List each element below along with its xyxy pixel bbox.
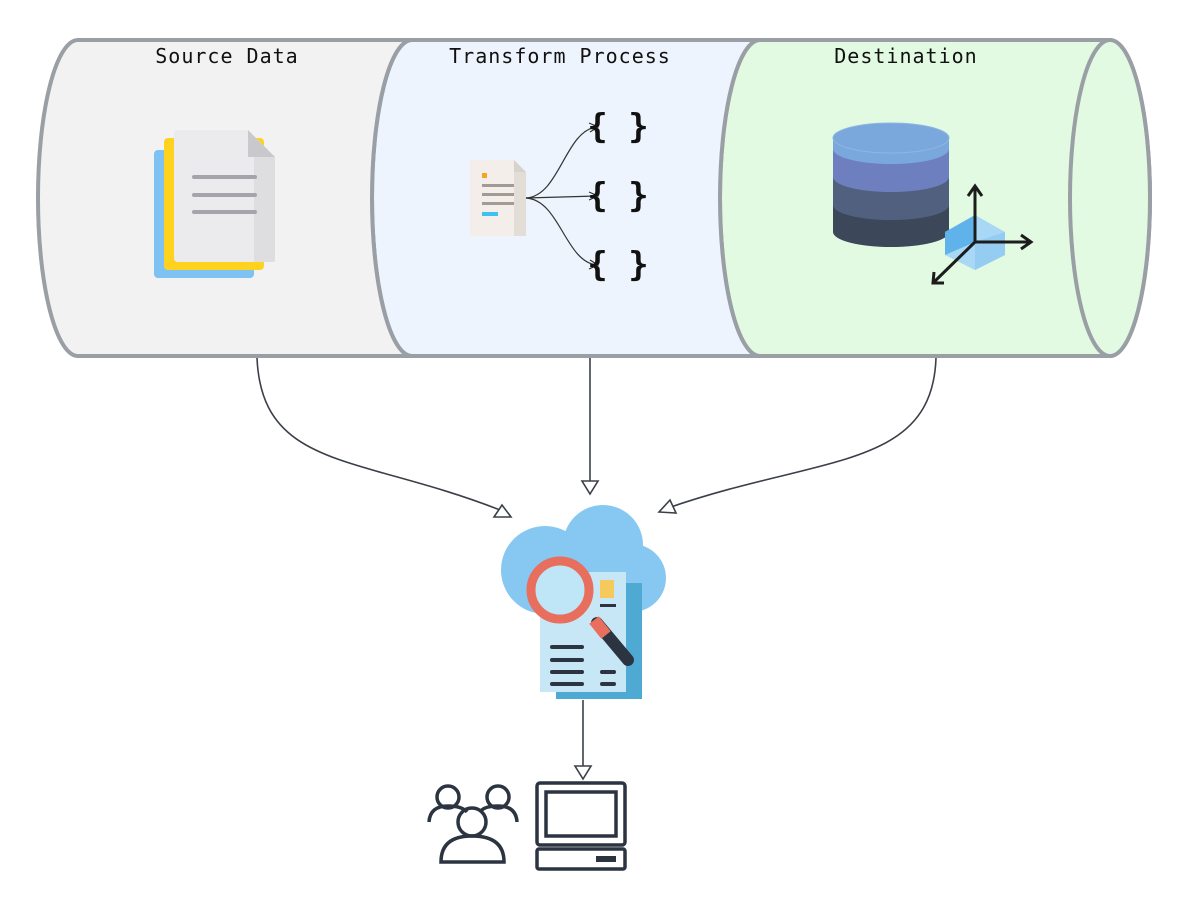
json-braces-icon: { } [587,176,648,216]
arrow-head [657,498,678,514]
3d-axes-cube-icon [931,183,1034,285]
stage-label-destination: Destination [834,44,977,68]
stage-label-transform: Transform Process [449,44,671,68]
edge-destination-to-analysis [667,357,937,509]
transform-branches [525,122,600,270]
documents-stack-icon [154,130,275,278]
arrow-head [492,503,513,518]
json-braces-icon: { } [587,107,648,147]
desktop-computer-icon [535,781,627,871]
cloud-document-search-icon [501,505,666,699]
document-icon [470,160,526,236]
json-braces-icon: { } [587,245,648,285]
stage-label-source: Source Data [155,44,298,68]
users-group-icon [427,784,519,864]
flow-edges [256,357,937,781]
edge-source-to-analysis [256,357,501,511]
stage-transform-segment [370,38,761,358]
pipe-end-cap [1068,38,1152,358]
database-icon [832,122,950,247]
arrow-head [580,480,600,496]
arrow-head [573,765,593,781]
